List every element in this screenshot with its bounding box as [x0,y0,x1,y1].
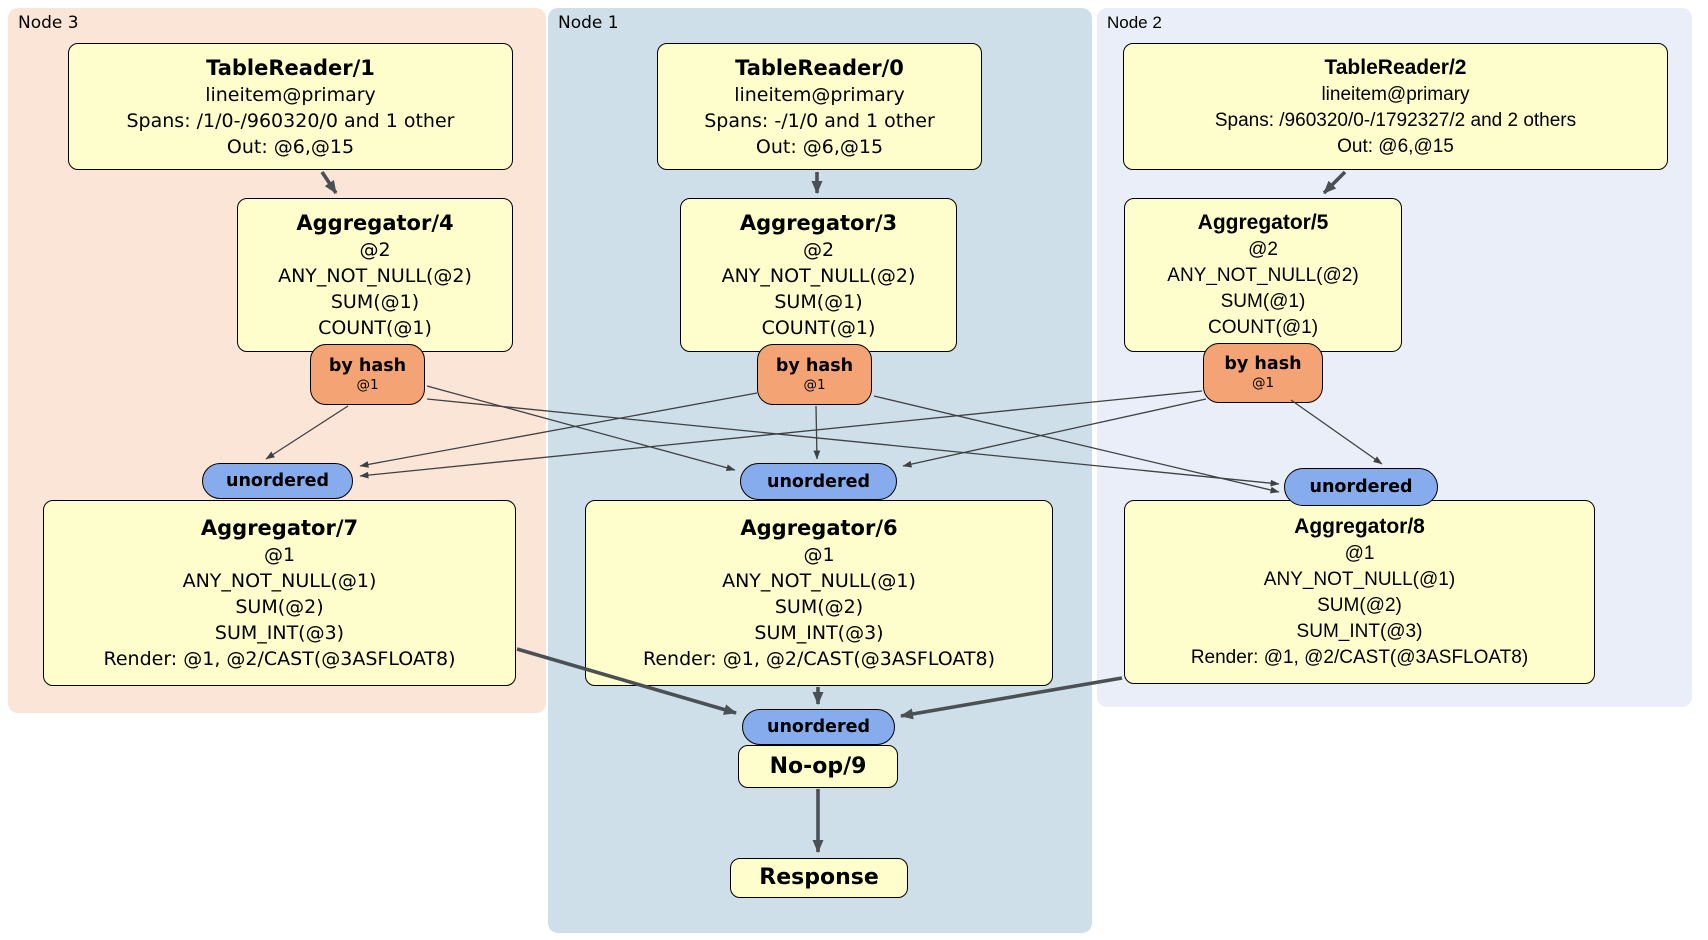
processor-title: No-op/9 [769,753,867,779]
hash-router-node3: by hash @1 [310,344,425,405]
aggregator-4: Aggregator/4 @2 ANY_NOT_NULL(@2) SUM(@1)… [237,198,513,352]
processor-line: COUNT(@1) [1207,317,1319,338]
processor-line: SUM(@1) [774,291,863,313]
processor-line: @1 [1344,543,1375,564]
sync-label: unordered [767,717,870,737]
processor-line: ANY_NOT_NULL(@1) [182,570,377,592]
sync-label: unordered [767,471,870,492]
processor-line: ANY_NOT_NULL(@2) [1167,265,1359,286]
aggregator-5: Aggregator/5 @2 ANY_NOT_NULL(@2) SUM(@1)… [1124,198,1402,352]
router-label: by hash [328,355,407,376]
tablereader-0: TableReader/0 lineitem@primary Spans: -/… [657,43,982,170]
processor-line: ANY_NOT_NULL(@2) [721,265,916,287]
processor-line: ANY_NOT_NULL(@1) [1263,569,1456,590]
processor-title: TableReader/0 [735,55,904,80]
processor-line: Spans: /1/0-/960320/0 and 1 other [126,109,455,132]
processor-title: TableReader/1 [206,55,375,80]
processor-line: SUM(@2) [774,596,864,618]
processor-line: COUNT(@1) [761,317,876,339]
tablereader-1: TableReader/1 lineitem@primary Spans: /1… [68,43,513,170]
processor-line: COUNT(@1) [318,317,432,339]
sync-unordered-node1: unordered [740,463,897,500]
processor-line: @2 [359,239,391,261]
sync-unordered-final: unordered [742,709,895,745]
sync-label: unordered [226,471,329,491]
aggregator-3: Aggregator/3 @2 ANY_NOT_NULL(@2) SUM(@1)… [680,198,957,352]
router-label: by hash [1224,354,1302,374]
processor-line: Render: @1, @2/CAST(@3ASFLOAT8) [103,648,456,670]
aggregator-7: Aggregator/7 @1 ANY_NOT_NULL(@1) SUM(@2)… [43,500,516,686]
aggregator-6: Aggregator/6 @1 ANY_NOT_NULL(@1) SUM(@2)… [585,500,1053,686]
sync-unordered-node2: unordered [1284,468,1438,506]
processor-title: TableReader/2 [1324,55,1467,79]
processor-line: @1 [263,544,296,566]
processor-line: @2 [1248,239,1278,260]
router-detail: @1 [803,376,826,393]
processor-line: SUM_INT(@3) [214,622,345,644]
processor-title: Aggregator/7 [200,516,359,540]
processor-title: Aggregator/6 [740,516,898,540]
processor-title: Aggregator/3 [739,211,898,235]
hash-router-node1: by hash @1 [757,344,872,405]
processor-title: Aggregator/4 [296,211,454,235]
processor-line: SUM_INT(@3) [1296,621,1423,642]
processor-line: Out: @6,@15 [226,135,355,158]
processor-line: SUM(@2) [235,596,324,618]
processor-line: Out: @6,@15 [1337,135,1454,157]
router-detail: @1 [356,376,379,393]
group-label-node2: Node 2 [1107,13,1162,32]
processor-line: Spans: /960320/0-/1792327/2 and 2 others [1214,109,1577,131]
processor-line: SUM(@1) [1220,291,1306,312]
response-box: Response [730,858,908,898]
processor-line: lineitem@primary [1321,83,1470,105]
noop-9: No-op/9 [738,745,898,788]
processor-line: lineitem@primary [734,83,905,106]
processor-line: Render: @1, @2/CAST(@3ASFLOAT8) [643,648,995,670]
processor-title: Aggregator/8 [1294,515,1425,538]
processor-title: Response [759,865,879,890]
group-label-node1: Node 1 [558,13,619,33]
processor-line: @2 [802,239,835,261]
router-label: by hash [775,355,854,376]
processor-line: ANY_NOT_NULL(@1) [722,570,916,592]
hash-router-node2: by hash @1 [1203,343,1323,403]
processor-line: @1 [803,544,835,566]
processor-line: ANY_NOT_NULL(@2) [278,265,472,287]
processor-line: Spans: -/1/0 and 1 other [704,109,935,132]
sync-label: unordered [1309,477,1413,497]
processor-title: Aggregator/5 [1197,211,1329,234]
group-label-node3: Node 3 [18,13,79,33]
processor-line: SUM_INT(@3) [754,622,884,644]
processor-line: SUM(@1) [330,291,420,313]
aggregator-8: Aggregator/8 @1 ANY_NOT_NULL(@1) SUM(@2)… [1124,500,1595,684]
processor-line: lineitem@primary [205,83,376,106]
processor-line: Render: @1, @2/CAST(@3ASFLOAT8) [1190,647,1529,668]
sync-unordered-node3: unordered [202,463,353,499]
router-detail: @1 [1251,375,1275,391]
tablereader-2: TableReader/2 lineitem@primary Spans: /9… [1123,43,1668,170]
processor-line: Out: @6,@15 [755,135,884,158]
processor-line: SUM(@2) [1317,595,1402,616]
